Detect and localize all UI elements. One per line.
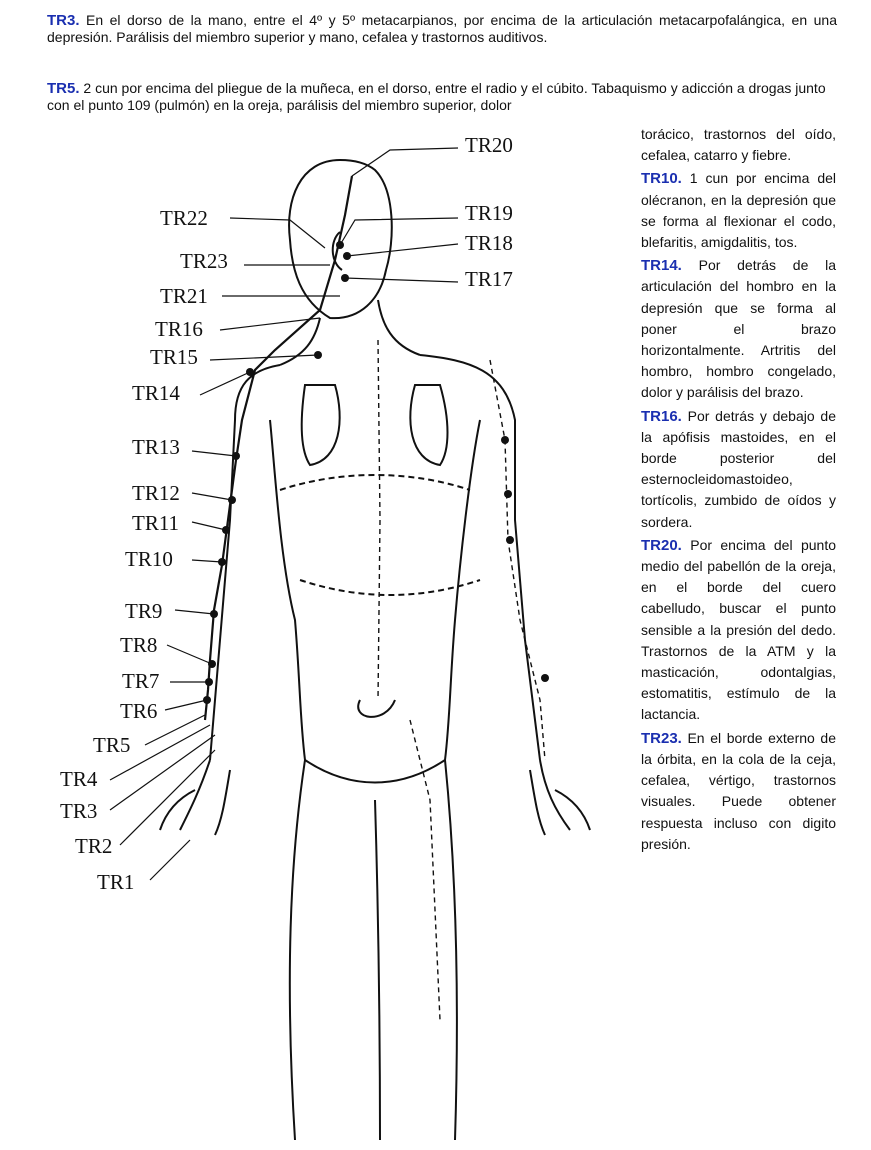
label-tr18: TR18 (465, 231, 513, 255)
label-tr23: TR23 (180, 249, 228, 273)
label-tr13: TR13 (132, 435, 180, 459)
right-text-column: torácico, trastornos del oído, cefalea, … (641, 124, 836, 855)
label-tr21: TR21 (160, 284, 208, 308)
label-tr4: TR4 (60, 767, 98, 791)
label-tr22: TR22 (160, 206, 208, 230)
label-tr6: TR6 (120, 699, 157, 723)
paragraph-tr16-text: Por detrás y debajo de la apófisis masto… (641, 407, 836, 530)
label-tr7: TR7 (122, 669, 159, 693)
label-tr19: TR19 (465, 201, 513, 225)
label-tr2: TR2 (75, 834, 112, 858)
label-tr5: TR5 (93, 733, 130, 757)
acupoint-right-arm-b (504, 490, 512, 498)
label-tr9: TR9 (125, 599, 162, 623)
label-tr14: TR14 (132, 381, 180, 405)
label-tr15: TR15 (150, 345, 198, 369)
paragraph-tr14: TR14. Por detrás de la articulación del … (641, 255, 836, 403)
point-code-tr20: TR20. (641, 536, 682, 554)
acupoint-markers (203, 241, 549, 704)
point-code-tr3: TR3. (47, 12, 80, 29)
label-leader-lines (109, 147, 459, 881)
paragraph-tr5-text: 2 cun por encima del pliegue de la muñec… (47, 80, 826, 113)
point-code-tr5: TR5. (47, 80, 80, 97)
paragraph-tr16: TR16. Por detrás y debajo de la apófisis… (641, 406, 836, 533)
paragraph-tr14-text: Por detrás de la articulación del hombro… (641, 257, 836, 401)
label-tr11: TR11 (132, 511, 179, 535)
figure-labels: TR20 TR22 TR19 TR18 TR23 TR17 TR21 TR16 … (60, 133, 513, 894)
paragraph-tr10-text: 1 cun por encima del olécranon, en la de… (641, 170, 836, 251)
label-tr16: TR16 (155, 317, 203, 341)
point-code-tr23: TR23. (641, 729, 682, 747)
acupoint-right-arm-d (541, 674, 549, 682)
point-code-tr14: TR14. (641, 257, 682, 275)
paragraph-tr20-text: Por encima del punto medio del pabellón … (641, 536, 836, 723)
label-tr20: TR20 (465, 133, 513, 157)
acupoint-right-arm-c (506, 536, 514, 544)
label-tr12: TR12 (132, 481, 180, 505)
label-tr17: TR17 (465, 267, 513, 291)
paragraph-tr5-continuation: torácico, trastornos del oído, cefalea, … (641, 126, 836, 164)
label-tr8: TR8 (120, 633, 157, 657)
meridian-solid-path (203, 175, 354, 721)
point-code-tr10: TR10. (641, 170, 682, 188)
point-code-tr16: TR16. (641, 407, 682, 425)
body-outline (159, 158, 591, 1141)
meridian-paths (377, 339, 546, 1021)
acupoint-right-arm-a (501, 436, 509, 444)
paragraph-tr20: TR20. Por encima del punto medio del pab… (641, 535, 836, 726)
paragraph-tr23-text: En el borde externo de la órbita, en la … (641, 729, 836, 852)
label-tr10: TR10 (125, 547, 173, 571)
paragraph-tr10: TR10. 1 cun por encima del olécranon, en… (641, 168, 836, 253)
paragraph-tr23: TR23. En el borde externo de la órbita, … (641, 728, 836, 855)
paragraph-tr5: TR5. 2 cun por encima del pliegue de la … (47, 80, 837, 114)
body-meridian-figure: TR20 TR22 TR19 TR18 TR23 TR17 TR21 TR16 … (60, 133, 591, 1141)
label-tr3: TR3 (60, 799, 97, 823)
paragraph-tr3: TR3. En el dorso de la mano, entre el 4º… (47, 12, 837, 46)
paragraph-tr3-text: En el dorso de la mano, entre el 4º y 5º… (47, 12, 837, 45)
label-tr1: TR1 (97, 870, 134, 894)
